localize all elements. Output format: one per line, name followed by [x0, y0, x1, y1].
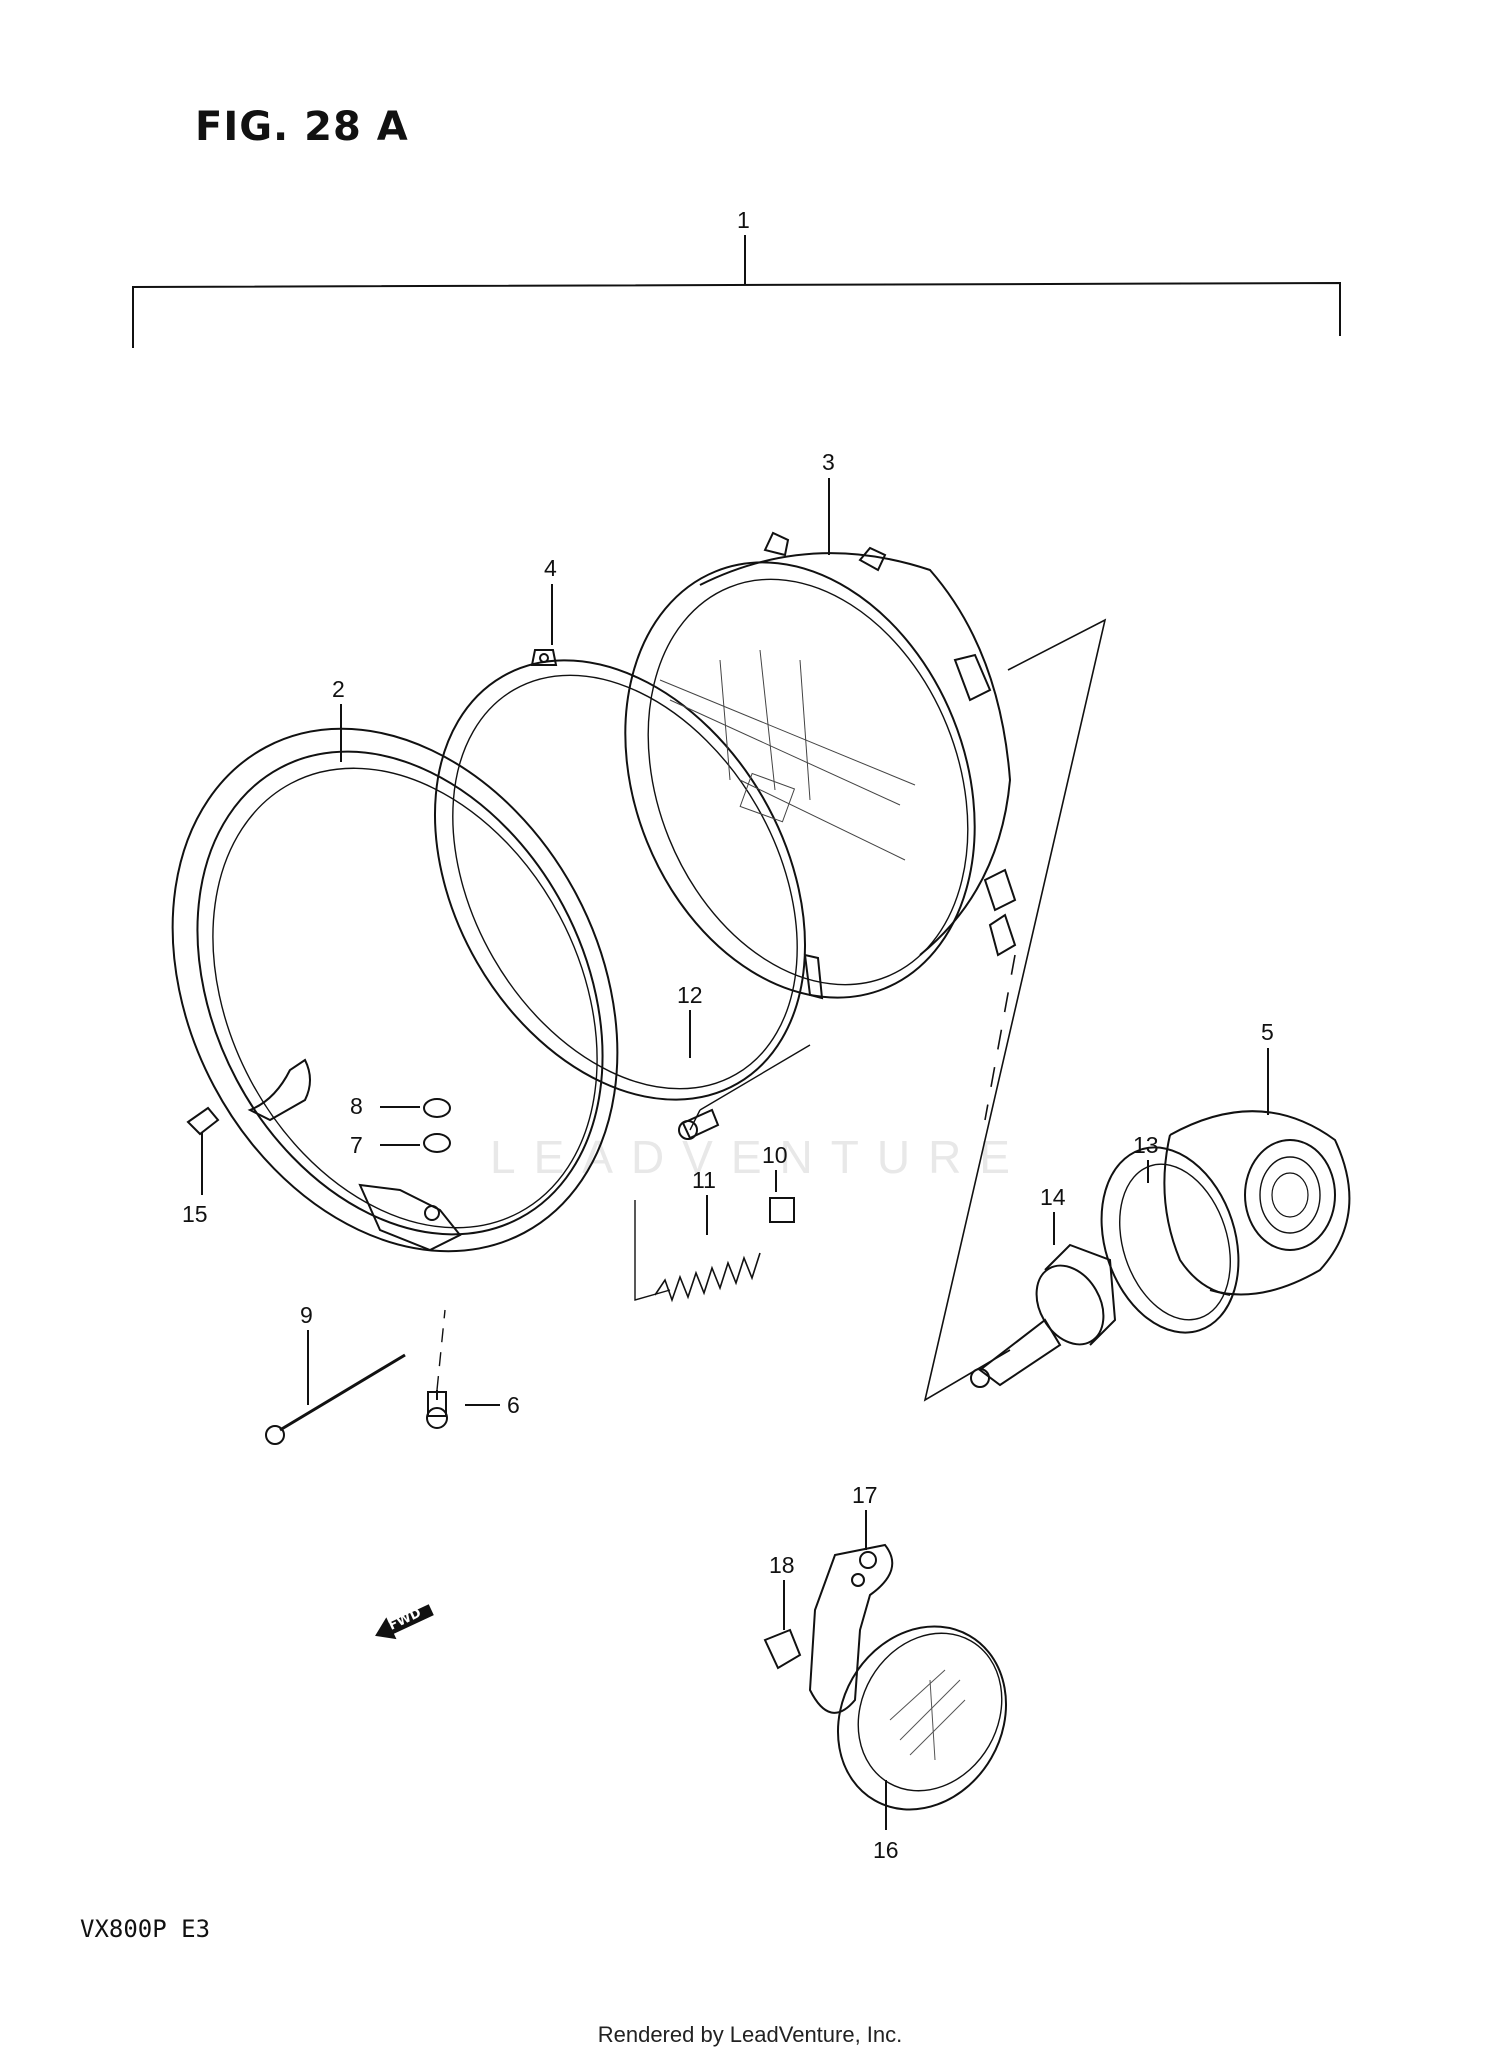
fwd-arrow-icon — [375, 1604, 434, 1640]
figure-title: FIG. 28 A — [195, 104, 409, 150]
model-code: VX800P E3 — [80, 1915, 211, 1943]
callout-labels: 1 2 3 4 5 6 7 8 9 10 11 12 13 14 15 16 1… — [182, 207, 1274, 1863]
callout-14: 14 — [1040, 1184, 1066, 1210]
callout-18: 18 — [769, 1552, 795, 1578]
callout-17: 17 — [852, 1482, 878, 1508]
callout-3: 3 — [822, 449, 835, 475]
callout-13: 13 — [1133, 1132, 1159, 1158]
callout-1: 1 — [737, 207, 750, 233]
callout-4: 4 — [544, 555, 557, 581]
callout-10: 10 — [762, 1142, 788, 1168]
callout-2: 2 — [332, 676, 345, 702]
callout-11: 11 — [692, 1167, 716, 1193]
callout-5: 5 — [1261, 1019, 1274, 1045]
callout-8: 8 — [350, 1093, 363, 1119]
callout-15: 15 — [182, 1201, 208, 1227]
callout-16: 16 — [873, 1837, 899, 1863]
callout-12: 12 — [677, 982, 703, 1008]
callout-6: 6 — [507, 1392, 520, 1418]
callout-9: 9 — [300, 1302, 313, 1328]
footer-credit: Rendered by LeadVenture, Inc. — [597, 2022, 903, 2047]
callout-7: 7 — [350, 1132, 363, 1158]
watermark: LEADVENTURE — [490, 1131, 1028, 1183]
